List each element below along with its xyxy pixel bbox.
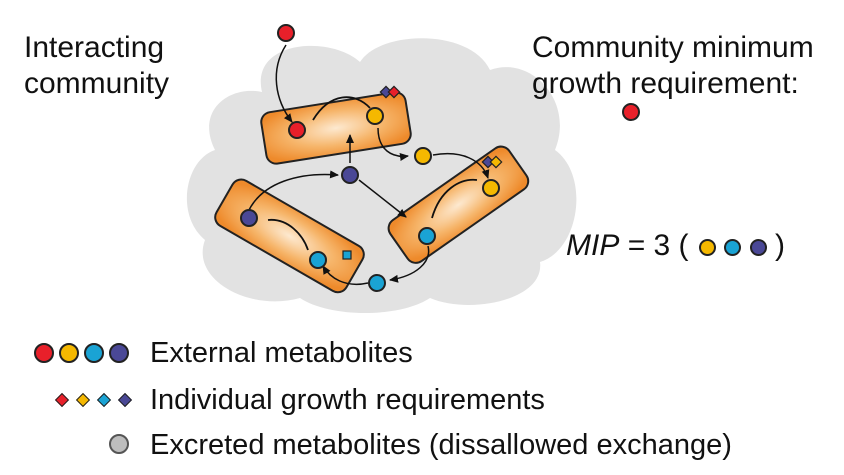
red-metabolite-outside <box>277 24 295 42</box>
requirement-label-line2: growth requirement: <box>532 67 799 100</box>
yellow-metabolite-cell-top <box>366 107 384 125</box>
cell-right-curve <box>431 178 478 219</box>
mip-yellow-dot <box>698 239 716 256</box>
purple-metabolite-exchanged <box>341 166 359 184</box>
cyan-metabolite-cell-right <box>418 227 436 245</box>
red-metabolite-requirement <box>622 103 640 121</box>
red-metabolite-cell-top <box>288 121 306 139</box>
interacting-label-line1: Interacting <box>24 31 165 64</box>
mip-formula: MIP = 3 ( ) <box>566 228 785 264</box>
arrow-purple-left <box>247 170 339 213</box>
cell-top-requirements <box>379 85 401 99</box>
mip-cyan-dot <box>724 239 742 256</box>
arrow-purple-right <box>358 179 407 218</box>
legend-cyan-dot <box>84 343 104 363</box>
cell-left <box>214 178 365 294</box>
requirement-label-line1: Community minimum <box>532 31 814 64</box>
arrow-cyan-down <box>389 245 430 283</box>
legend-excreted-label: Excreted metabolites (dissallowed exchan… <box>150 429 732 461</box>
cyan-metabolite-cell-left <box>309 251 327 269</box>
legend-purple-dot <box>109 343 129 363</box>
mip-symbol: MIP <box>566 229 620 262</box>
arrow-red-in <box>275 44 293 123</box>
arrow-cyan-in <box>322 265 369 285</box>
legend-grey-dot <box>109 434 129 454</box>
purple-metabolite-cell-left <box>240 209 258 227</box>
legend-individual-label: Individual growth requirements <box>150 384 545 416</box>
yellow-metabolite-cell-right <box>482 179 500 197</box>
cell-right-requirements <box>481 155 503 169</box>
mip-close-paren: ) <box>774 229 785 262</box>
arrow-yellow-in <box>432 153 490 179</box>
legend-external-label: External metabolites <box>150 337 413 369</box>
arrow-yellow-out <box>377 127 409 161</box>
cell-left-curve <box>267 219 309 251</box>
mip-purple-dot <box>749 239 767 256</box>
mip-equals: = 3 ( <box>627 229 689 262</box>
interacting-label-line2: community <box>24 67 170 100</box>
cell-top-curve <box>312 96 371 121</box>
cell-left-requirements <box>342 250 352 260</box>
yellow-metabolite-exchanged <box>414 147 432 165</box>
legend-yellow-dot <box>59 343 79 363</box>
legend-red-dot <box>34 343 54 363</box>
cyan-metabolite-exchanged <box>368 274 386 292</box>
